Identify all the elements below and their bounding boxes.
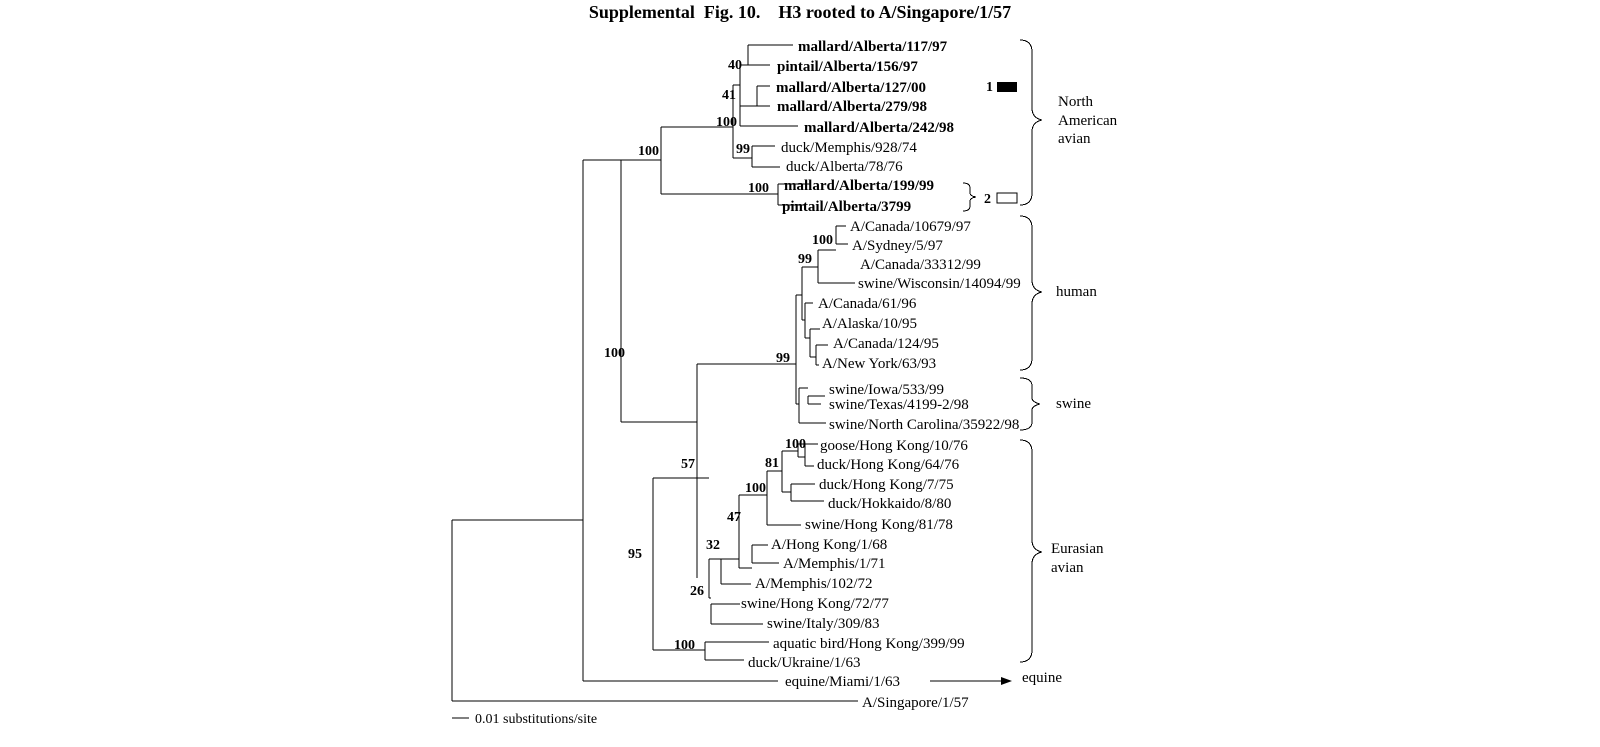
taxon-label: mallard/Alberta/127/00 <box>776 80 926 96</box>
bootstrap-value: 26 <box>690 584 704 599</box>
group-label-swine: swine <box>1056 396 1091 412</box>
taxon-label: swine/Italy/309/83 <box>767 616 880 632</box>
taxon-label: A/Canada/33312/99 <box>860 257 981 273</box>
bootstrap-value: 100 <box>745 481 766 496</box>
group-label-north-american: North American avian <box>1058 94 1121 147</box>
group-label-equine: equine <box>1022 670 1062 686</box>
taxon-label: swine/Texas/4199-2/98 <box>829 397 969 413</box>
taxon-label: pintail/Alberta/156/97 <box>777 59 918 75</box>
bootstrap-value: 100 <box>812 233 833 248</box>
bootstrap-value: 32 <box>706 538 720 553</box>
taxon-label: A/Memphis/1/71 <box>783 556 886 572</box>
taxon-label: A/Hong Kong/1/68 <box>771 537 887 553</box>
equine-arrow-head <box>1001 677 1012 685</box>
group-label-eurasian: Eurasian avian <box>1051 541 1107 576</box>
taxon-label: aquatic bird/Hong Kong/399/99 <box>773 636 965 652</box>
bootstrap-value: 81 <box>765 456 779 471</box>
bootstrap-values: 4041100100991001009910099100811004732265… <box>604 58 833 653</box>
taxon-label: duck/Hong Kong/64/76 <box>817 457 960 473</box>
scale-bar-label: 0.01 substitutions/site <box>475 712 597 727</box>
taxon-label: duck/Hong Kong/7/75 <box>819 477 954 493</box>
bootstrap-value: 41 <box>722 88 736 103</box>
taxon-labels: mallard/Alberta/117/97 pintail/Alberta/15… <box>741 39 1021 711</box>
bootstrap-value: 100 <box>604 346 625 361</box>
taxon-label: A/Canada/61/96 <box>818 296 917 312</box>
taxon-label: mallard/Alberta/279/98 <box>777 99 927 115</box>
taxon-label: duck/Hokkaido/8/80 <box>828 496 951 512</box>
taxon-label: mallard/Alberta/242/98 <box>804 120 954 136</box>
subclade-1-marker <box>997 82 1017 92</box>
taxon-label: mallard/Alberta/117/97 <box>798 39 948 55</box>
subclade-2-marker <box>996 192 1018 204</box>
taxon-label: duck/Memphis/928/74 <box>781 140 917 156</box>
subclade-1-label: 1 <box>986 80 993 95</box>
bootstrap-value: 95 <box>628 547 642 562</box>
group-braces <box>962 39 1043 663</box>
taxon-label: A/Memphis/102/72 <box>755 576 873 592</box>
bootstrap-value: 47 <box>727 510 741 525</box>
taxon-label: A/New York/63/93 <box>822 356 936 372</box>
taxon-label: swine/Hong Kong/72/77 <box>741 596 889 612</box>
brace-north-american <box>1019 39 1043 206</box>
brace-human <box>1019 215 1043 371</box>
taxon-label: A/Sydney/5/97 <box>852 238 943 254</box>
taxon-label: duck/Ukraine/1/63 <box>748 655 860 671</box>
tree-branches <box>451 44 858 702</box>
taxon-label: equine/Miami/1/63 <box>785 674 900 690</box>
group-label-human: human <box>1056 284 1097 300</box>
bootstrap-value: 99 <box>776 351 790 366</box>
bootstrap-value: 100 <box>674 638 695 653</box>
taxon-label: A/Singapore/1/57 <box>862 695 969 711</box>
taxon-label: A/Canada/124/95 <box>833 336 939 352</box>
taxon-label: swine/Hong Kong/81/78 <box>805 517 953 533</box>
bootstrap-value: 57 <box>681 457 695 472</box>
brace-swine <box>1019 377 1041 431</box>
taxon-label: duck/Alberta/78/76 <box>786 159 903 175</box>
subclade-2-label: 2 <box>984 192 991 207</box>
taxon-label: swine/Iowa/533/99 <box>829 382 944 398</box>
bootstrap-value: 100 <box>785 437 806 452</box>
taxon-label: A/Alaska/10/95 <box>822 316 917 332</box>
bootstrap-value: 100 <box>638 144 659 159</box>
taxon-label: goose/Hong Kong/10/76 <box>820 438 968 454</box>
bootstrap-value: 99 <box>736 142 750 157</box>
taxon-label: swine/Wisconsin/14094/99 <box>858 276 1021 292</box>
bootstrap-value: 99 <box>798 252 812 267</box>
brace-subclade-2 <box>962 182 977 212</box>
bootstrap-value: 40 <box>728 58 742 73</box>
bootstrap-value: 100 <box>748 181 769 196</box>
brace-eurasian <box>1019 439 1043 663</box>
taxon-label: A/Canada/10679/97 <box>850 219 971 235</box>
figure-title: Supplemental Fig. 10. H3 rooted to A/Sin… <box>589 2 1011 22</box>
taxon-label: mallard/Alberta/199/99 <box>784 178 934 194</box>
taxon-label: swine/North Carolina/35922/98 <box>829 417 1019 433</box>
taxon-label: pintail/Alberta/3799 <box>782 199 911 215</box>
bootstrap-value: 100 <box>716 115 737 130</box>
